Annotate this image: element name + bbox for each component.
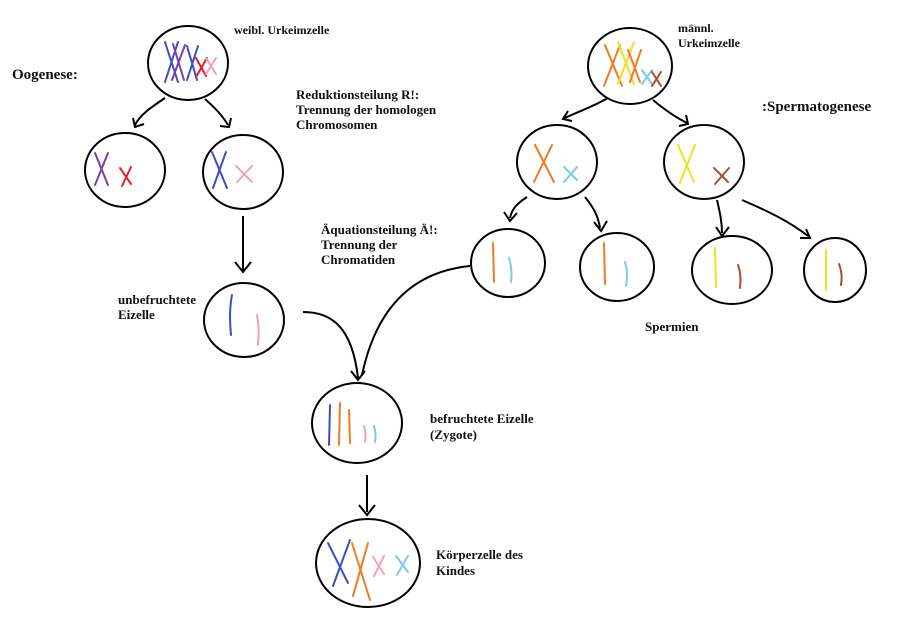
arrow-r1left-to-sperm2 [584,196,608,233]
male-r1-left-chromosomes [533,144,578,183]
arrow-to-unfertilized-egg [234,216,252,274]
equation-line2: Trennung der [321,237,398,252]
egg-chromatids [229,294,260,346]
child-chromosomes [327,539,409,601]
arrow-male-to-left [561,97,609,122]
zygote-chromatids [328,402,377,446]
equation-line3: Chromatiden [321,252,396,267]
reduction-title: Reduktionsteilung R!: [296,87,420,102]
arrow-egg-to-zygote [302,311,366,382]
female-germ-chromosomes [164,41,217,83]
male-germ-chromosomes [603,41,662,87]
cell-female-r1-right [202,134,284,210]
cell-male-r1-left [516,124,598,200]
cell-sperm-1 [470,228,546,298]
unfertilized-egg-label-line1: unbefruchtete [118,292,196,307]
arrow-r1right-to-sperm4 [741,199,812,239]
zygote-label-line2: (Zygote) [430,427,477,442]
arrow-sperm-to-zygote [361,265,471,376]
arrow-female-to-left [132,97,166,129]
spermatogenese-label: :Spermatogenese [762,99,872,115]
arrow-zygote-to-child [358,475,376,517]
child-cell-label-line2: Kindes [436,563,476,578]
cell-sperm-2 [579,232,655,302]
cell-female-r1-left [84,132,166,208]
female-r1-right-chromosomes [211,151,253,189]
arrow-r1right-to-sperm3 [715,199,730,238]
zygote-label-line1: befruchtete Eizelle [430,411,534,426]
reduction-line3: Chromosomen [296,117,378,132]
cell-zygote [311,382,403,464]
cell-sperm-4 [803,237,867,303]
male-r1-right-chromosomes [677,144,730,185]
cell-child-body [315,518,421,608]
sperm-1-chromatids [492,242,513,283]
arrow-male-to-right [652,99,690,127]
oogenese-label: Oogenese: [12,67,78,83]
sperm-3-chromatids [714,247,742,289]
arrow-female-to-right [204,98,232,129]
female-r1-left-chromosomes [94,152,132,187]
arrow-r1left-to-sperm1 [503,196,528,223]
female-germ-label: weibl. Urkeimzelle [234,23,330,37]
cell-sperm-3 [691,235,773,305]
cell-unfertilized-egg [203,282,285,358]
cell-male-r1-right [663,124,745,200]
cell-female-germ [147,25,229,101]
reduction-line2: Trennung der homologen [296,102,437,117]
male-germ-label-line1: männl. [678,21,714,35]
unfertilized-egg-label-line2: Eizelle [118,307,155,322]
equation-title: Äquationsteilung Ä!: [321,222,438,237]
sperm-4-chromatids [825,249,843,291]
male-germ-label-line2: Urkeimzelle [678,36,740,50]
sperm-label: Spermien [645,319,699,334]
cell-male-germ [587,27,673,105]
child-cell-label-line1: Körperzelle des [436,547,523,562]
sperm-2-chromatids [603,242,628,287]
